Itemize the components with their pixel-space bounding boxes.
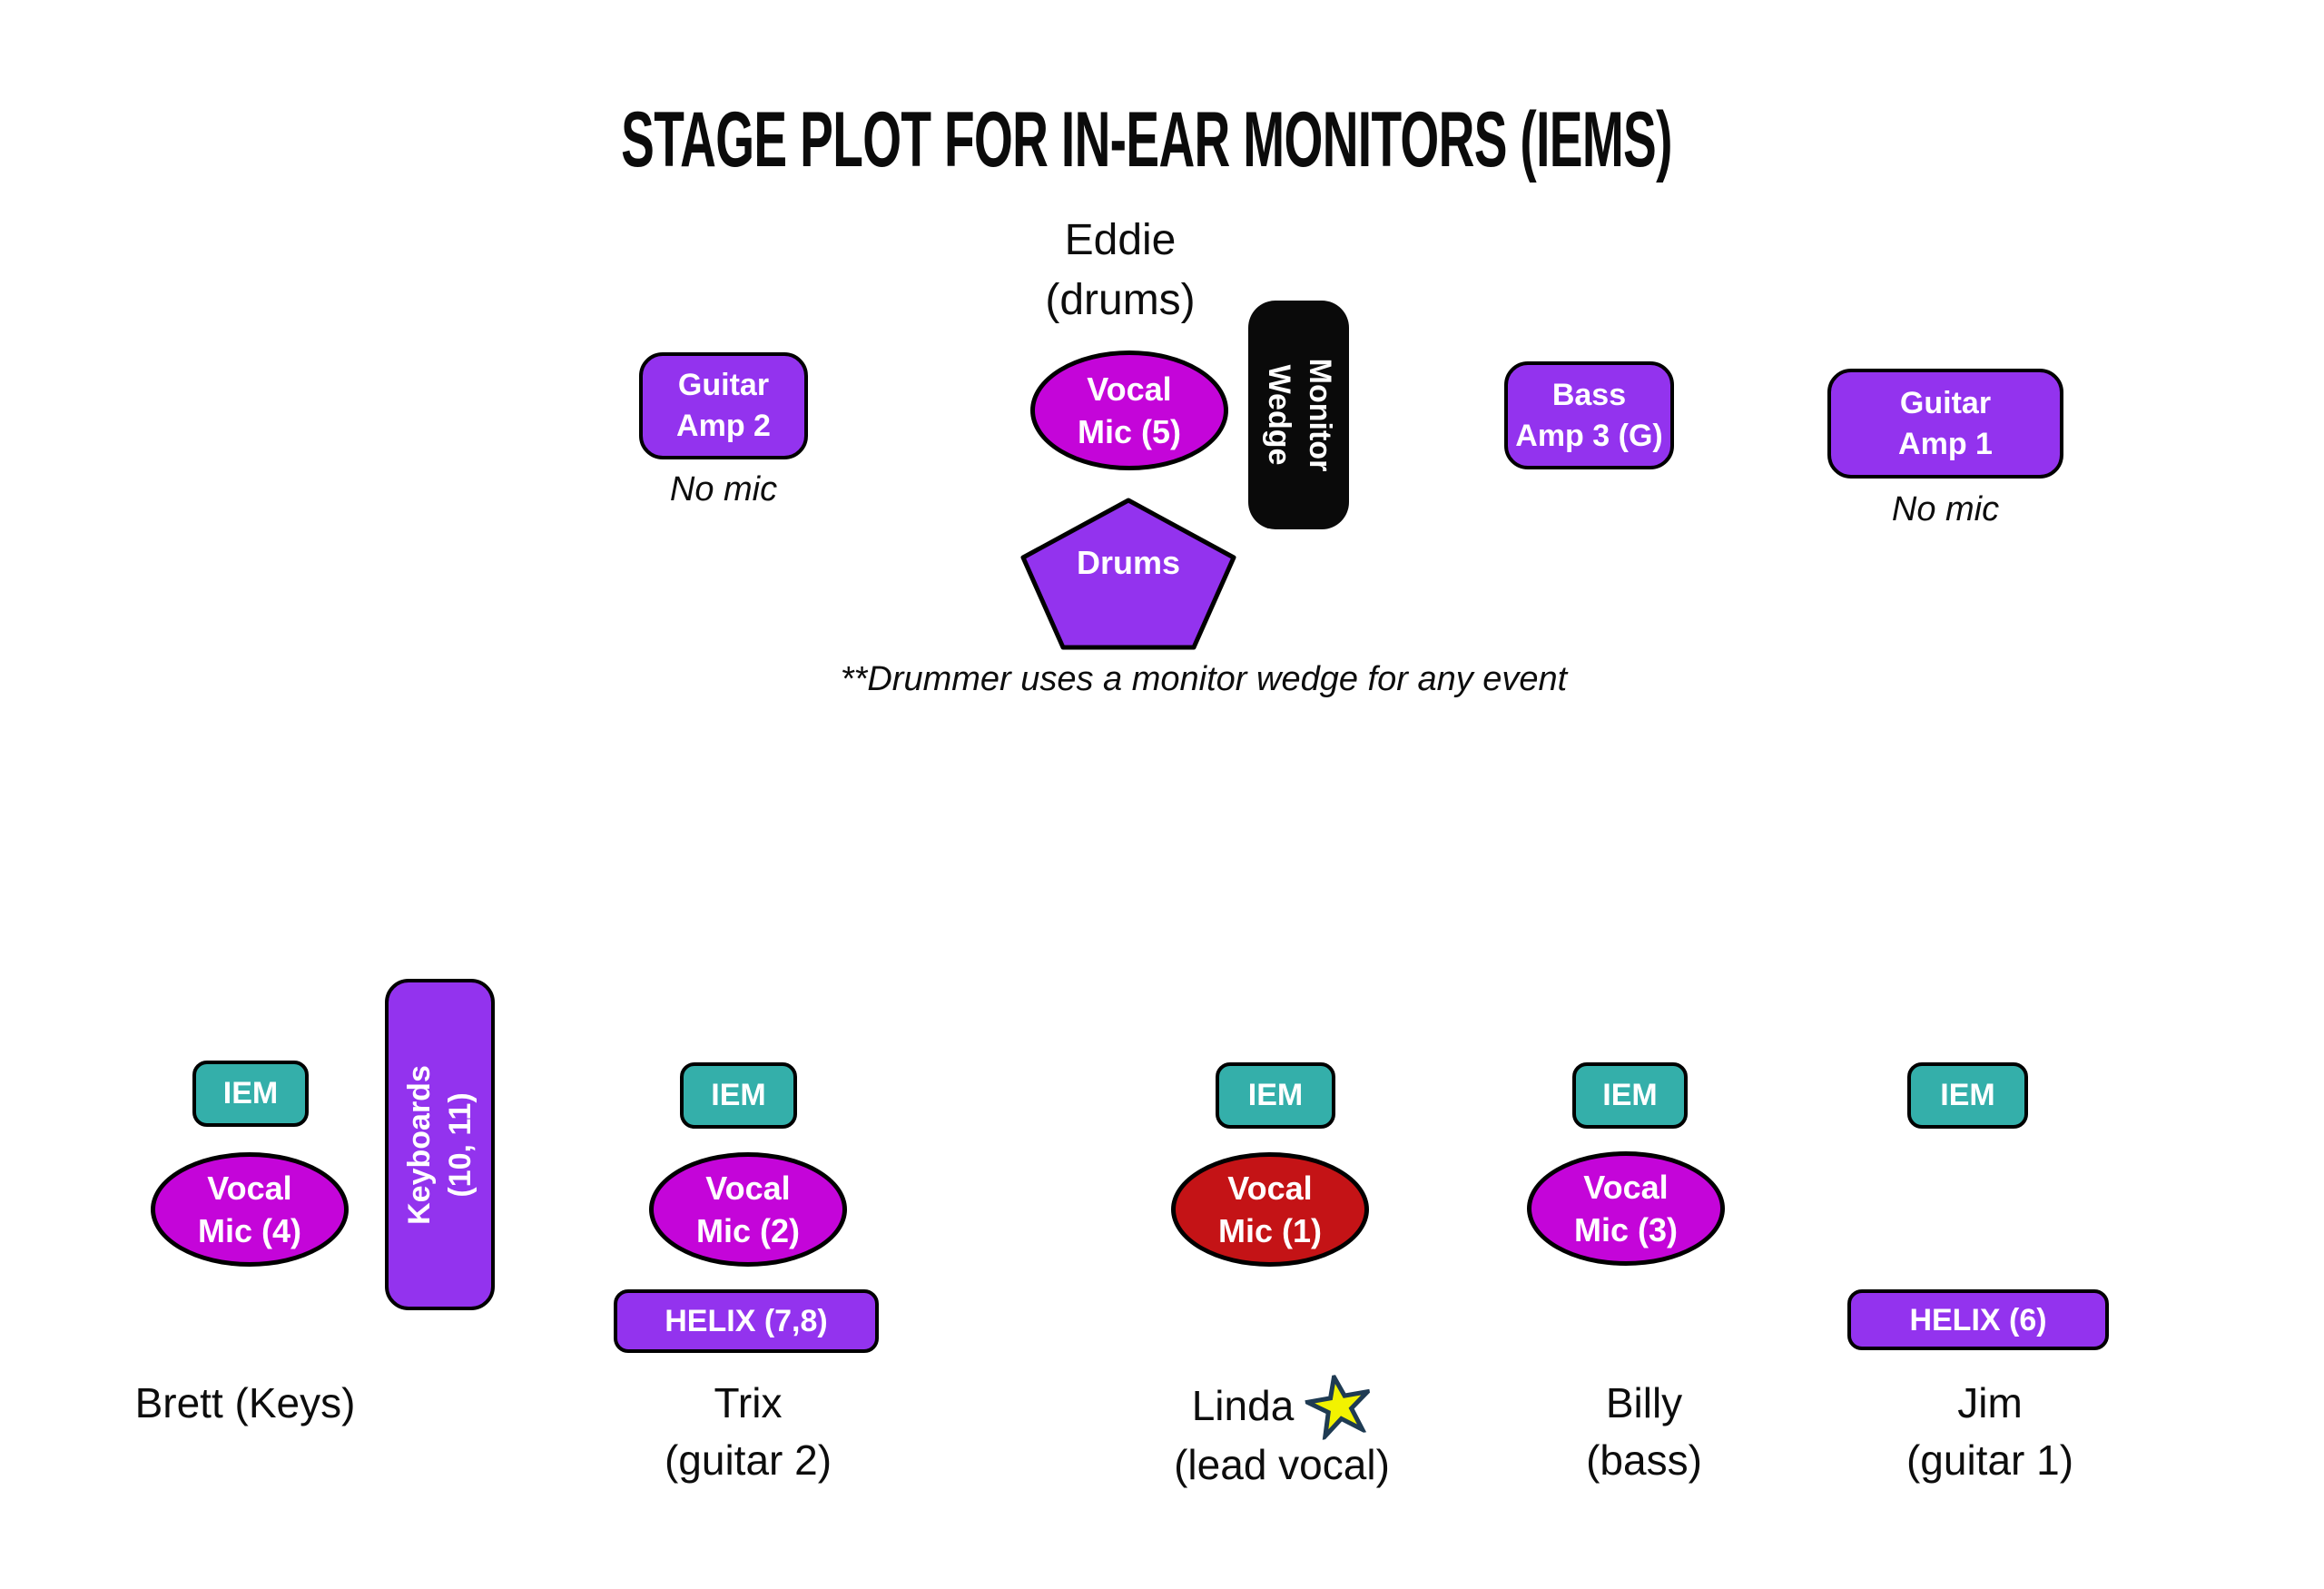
drums-label: Drums: [1076, 544, 1181, 581]
guitar-amp-1-box: Guitar Amp 1: [1827, 369, 2063, 479]
linda-name-row: Linda: [1073, 1370, 1491, 1442]
bass-amp-3-box: Bass Amp 3 (G): [1504, 361, 1674, 469]
vocal-mic-2-ellipse: Vocal Mic (2): [649, 1152, 847, 1267]
drummer-wedge-note: **Drummer uses a monitor wedge for any e…: [840, 660, 1568, 698]
performer-label-linda: Linda (lead vocal): [1073, 1370, 1491, 1494]
iem-box-trix: IEM: [680, 1062, 797, 1129]
pentagon-shape: [1020, 498, 1236, 650]
monitor-wedge-box: Monitor Wedge: [1248, 301, 1349, 529]
guitar-amp-2-box: Guitar Amp 2: [639, 352, 808, 459]
vocal-mic-1-ellipse: Vocal Mic (1): [1171, 1152, 1369, 1267]
keyboards-box: Keyboards (10, 11): [385, 979, 495, 1310]
iem-box-billy: IEM: [1572, 1062, 1688, 1129]
helix-6-box: HELIX (6): [1847, 1289, 2109, 1350]
iem-box-linda: IEM: [1216, 1062, 1335, 1129]
vocal-mic-4-ellipse: Vocal Mic (4): [151, 1152, 349, 1267]
iem-box-jim: IEM: [1907, 1062, 2028, 1129]
performer-label-jim: Jim (guitar 1): [1905, 1379, 2074, 1484]
no-mic-note-left: No mic: [669, 470, 778, 508]
drums-pentagon: Drums: [1019, 497, 1237, 651]
iem-box-brett: IEM: [192, 1061, 309, 1127]
no-mic-note-right: No mic: [1891, 490, 2000, 528]
vocal-mic-5-ellipse: Vocal Mic (5): [1030, 350, 1228, 470]
performer-label-trix: Trix (guitar 2): [664, 1379, 832, 1484]
monitor-wedge-label: Monitor Wedge: [1261, 358, 1337, 472]
page-title: STAGE PLOT FOR IN-EAR MONITORS (IEMS): [621, 96, 1672, 183]
star-icon: [1301, 1370, 1374, 1442]
performer-label-billy: Billy (bass): [1586, 1379, 1702, 1484]
helix-7-8-box: HELIX (7,8): [614, 1289, 879, 1353]
linda-name: Linda: [1191, 1381, 1295, 1429]
keyboards-label: Keyboards (10, 11): [401, 1064, 478, 1225]
linda-role: (lead vocal): [1174, 1441, 1390, 1488]
drummer-name-label: Eddie (drums): [1045, 216, 1196, 324]
vocal-mic-3-ellipse: Vocal Mic (3): [1527, 1151, 1725, 1266]
performer-label-brett: Brett (Keys): [134, 1379, 356, 1426]
